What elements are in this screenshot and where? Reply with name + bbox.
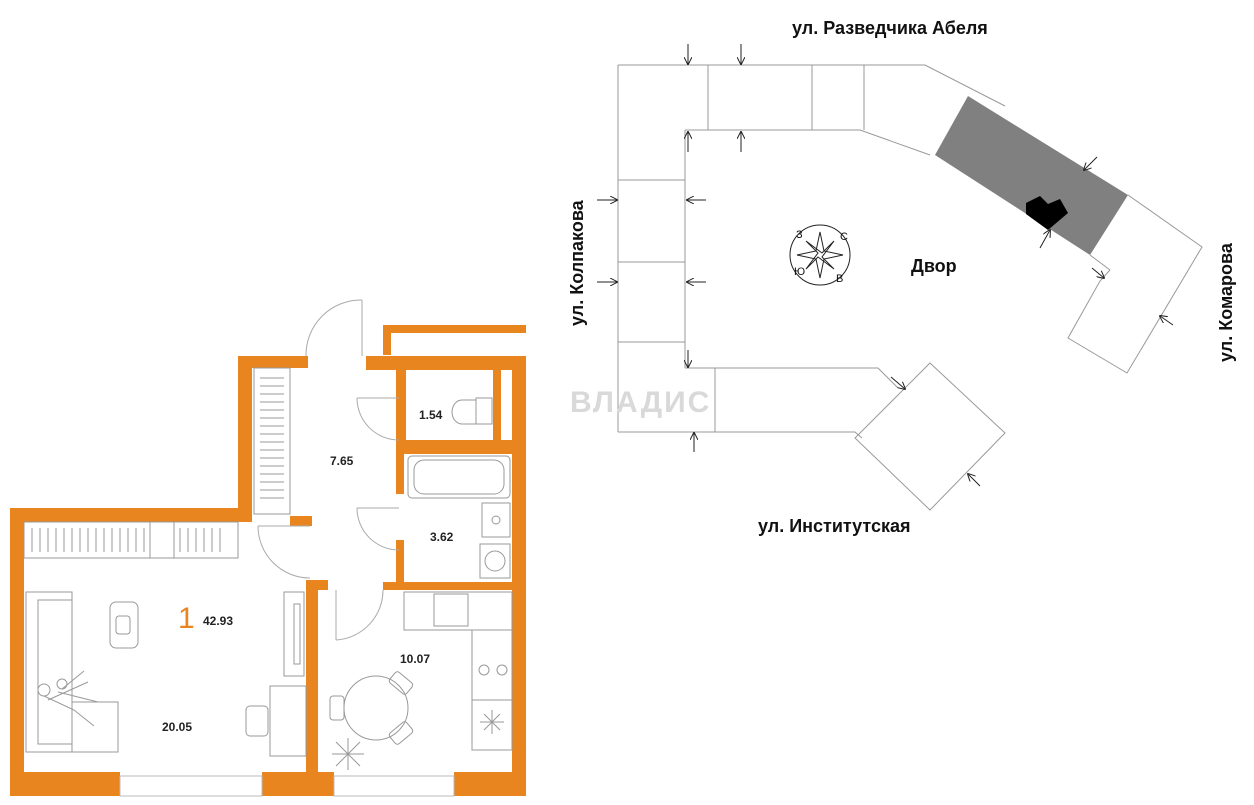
bath-sink — [481, 502, 511, 538]
courtyard-label: Двор — [911, 256, 957, 276]
street-label-south: ул. Институтская — [758, 516, 911, 536]
sofa — [25, 591, 119, 753]
entrance-arrows — [597, 44, 1174, 487]
dining-table — [329, 671, 414, 770]
living-wardrobe — [23, 521, 239, 559]
total-area: 42.93 — [203, 614, 234, 628]
compass-west: З — [796, 229, 803, 241]
armchair — [109, 601, 139, 649]
highlighted-building-section — [935, 96, 1128, 255]
building-outline — [617, 64, 1203, 511]
compass-east: В — [836, 273, 843, 285]
watermark: ВЛАДИС — [570, 386, 712, 419]
area-bathroom: 3.62 — [430, 530, 454, 544]
people-figures — [37, 670, 99, 727]
compass-rose — [789, 224, 851, 286]
room-count: 1 — [178, 602, 195, 635]
tv-stand — [283, 591, 305, 677]
street-label-west: ул. Колпакова — [567, 200, 587, 326]
door-arcs — [257, 299, 400, 641]
street-label-east: ул. Комарова — [1216, 243, 1236, 362]
compass-south: Ю — [794, 266, 805, 278]
washing-machine — [479, 543, 511, 579]
bathtub — [407, 455, 511, 499]
kitchen-counter — [403, 591, 513, 751]
area-kitchen: 10.07 — [400, 652, 431, 666]
walls — [10, 325, 526, 796]
street-label-north: ул. Разведчика Абеля — [792, 18, 988, 38]
wardrobe — [253, 367, 291, 515]
desk — [245, 685, 307, 757]
compass-north: С — [840, 231, 848, 243]
apartment-location-marker — [1026, 196, 1068, 230]
area-living-room: 20.05 — [162, 720, 193, 734]
windows — [119, 775, 455, 797]
toilet — [451, 397, 493, 425]
area-wc: 1.54 — [419, 408, 443, 422]
area-hall: 7.65 — [330, 454, 354, 468]
